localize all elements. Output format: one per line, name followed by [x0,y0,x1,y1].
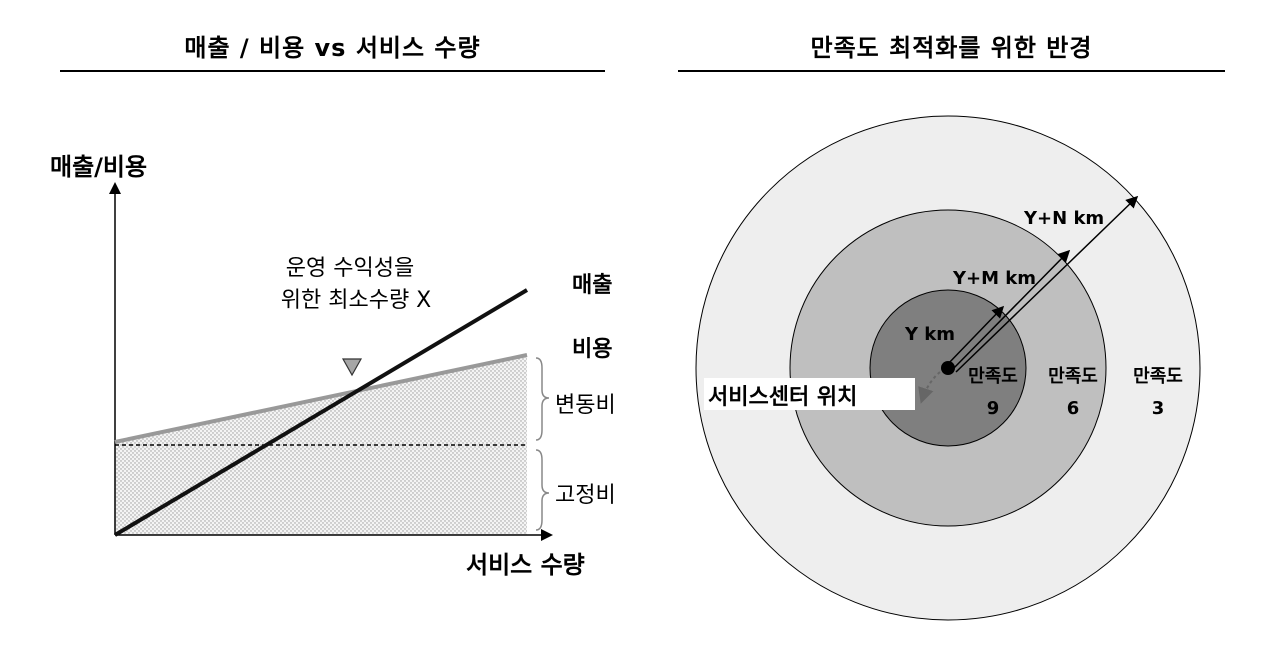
variable-cost-brace [535,357,550,441]
satisfaction-radius-diagram: Y km Y+M km Y+N km 서비스센터 위치 만족도 9 만족도 6 … [695,115,1201,621]
fixed-cost-brace [535,449,550,531]
left-title-underline [60,70,605,72]
cost-line [114,353,528,444]
zone-inner-label: 만족도 [968,366,1018,387]
radius-arrow-outer [955,195,1139,373]
variable-cost-label: 변동비 [555,393,616,418]
x-axis-label: 서비스 수량 [466,551,585,579]
center-pointer-arrow [918,371,941,404]
cost-volume-chart: 매출/비용 서비스 수량 운영 수익성을 위한 최소수량 X 매출 비용 변동비… [50,153,616,579]
breakeven-annotation-line2: 위한 최소수량 X [281,288,432,313]
radius-arrow-middle [951,249,1071,371]
zone-middle-value: 6 [1067,398,1080,419]
service-center-label: 서비스센터 위치 [708,385,857,410]
radius-label-middle: Y+M km [952,268,1036,289]
y-axis-label: 매출/비용 [50,153,147,181]
right-title-underline [678,70,1225,72]
cost-label: 비용 [572,337,612,362]
right-panel-title: 만족도 최적화를 위한 반경 [810,34,1093,62]
revenue-line [113,288,529,537]
service-center-dot [941,361,955,375]
radius-label-outer: Y+N km [1023,208,1104,229]
zone-outer-label: 만족도 [1133,366,1183,387]
fixed-cost-label: 고정비 [555,483,616,508]
center-label-background [704,378,915,410]
breakeven-annotation-line1: 운영 수익성을 [286,256,414,281]
zone-inner-value: 9 [987,398,1000,419]
radius-label-inner: Y km [904,324,955,345]
left-panel-title: 매출 / 비용 vs 서비스 수량 [184,34,481,62]
radius-arrow-inner [945,305,1005,367]
zone-middle-label: 만족도 [1048,366,1098,387]
zone-outer-value: 3 [1152,398,1165,419]
breakeven-marker-icon [341,358,363,377]
revenue-label: 매출 [572,273,612,298]
